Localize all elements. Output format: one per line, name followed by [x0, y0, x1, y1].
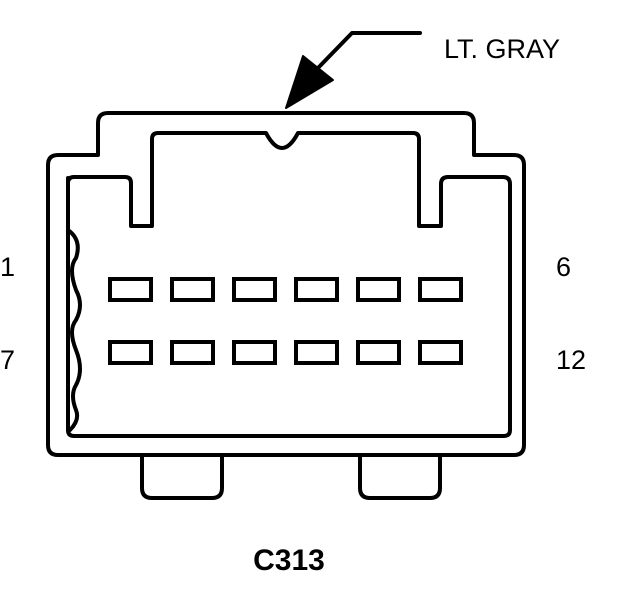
pin-label-row2-right: 12: [556, 345, 586, 375]
connector-id: C313: [253, 544, 325, 577]
pin-cavity: [108, 340, 153, 365]
pin-row-bottom: [108, 340, 463, 365]
pin-cavity: [232, 340, 277, 365]
pin-cavity: [170, 277, 215, 302]
leader-arrowhead: [285, 55, 334, 109]
pin-cavity: [418, 340, 463, 365]
latch-ridges: [66, 228, 82, 432]
pin-label-row2-left: 7: [0, 345, 15, 375]
foot-left: [140, 455, 224, 500]
pin-cavity: [294, 277, 339, 302]
pin-cavity: [108, 277, 153, 302]
pin-cavity: [356, 340, 401, 365]
pin-cavity: [294, 340, 339, 365]
color-label: LT. GRAY: [444, 34, 560, 64]
pin-label-row1-right: 6: [556, 252, 571, 282]
leader-line: [314, 31, 422, 72]
pin-cavity: [170, 340, 215, 365]
pin-label-row1-left: 1: [0, 252, 15, 282]
pin-cavity: [232, 277, 277, 302]
connector-cavity: [66, 131, 512, 438]
connector-housing: [46, 111, 526, 457]
foot-right: [358, 455, 442, 500]
pin-cavity: [418, 277, 463, 302]
pin-cavity: [356, 277, 401, 302]
pin-row-top: [108, 277, 463, 302]
